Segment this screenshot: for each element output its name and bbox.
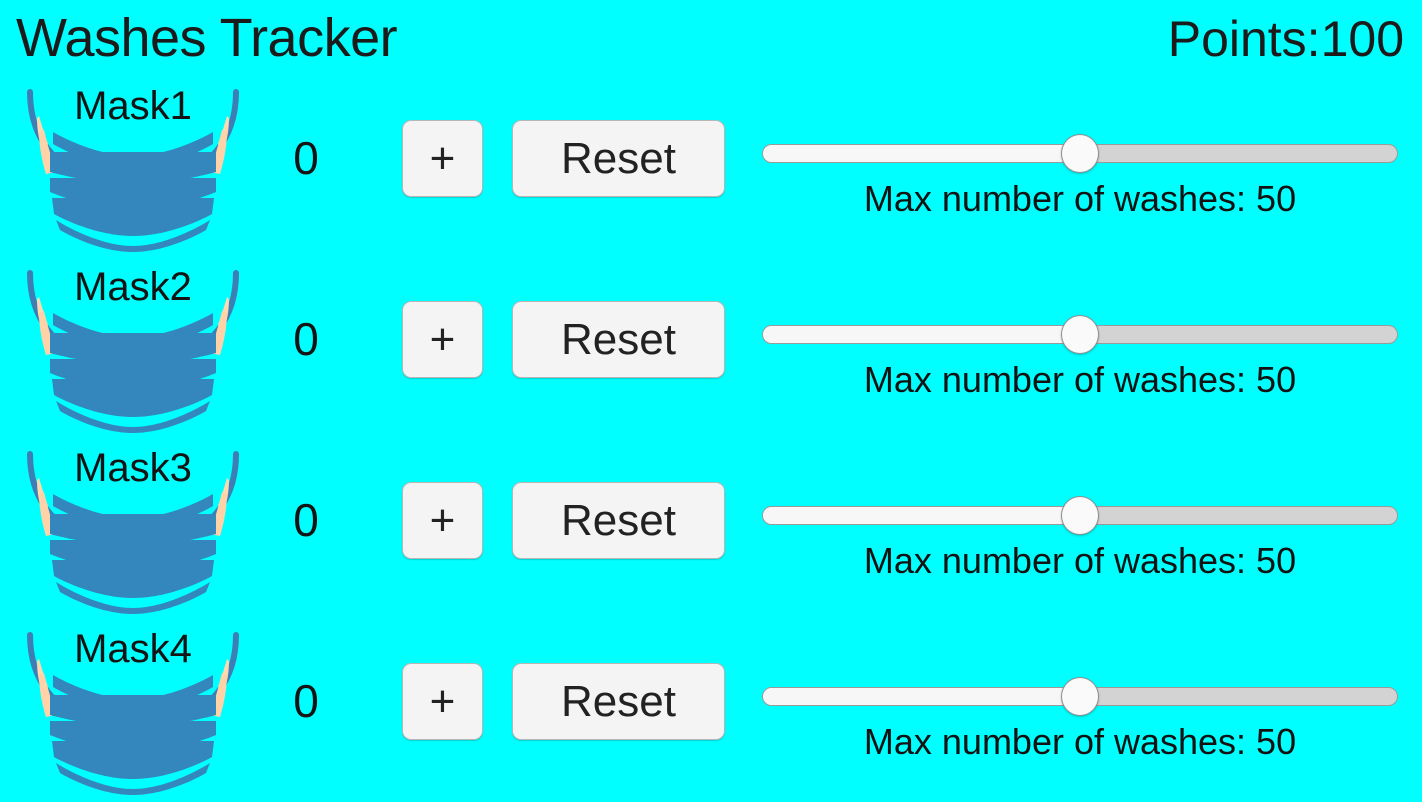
- face-mask-icon: [27, 632, 239, 795]
- slider-fill: [763, 688, 1080, 705]
- wash-count-value: 0: [293, 675, 319, 727]
- face-mask-icon: [27, 89, 239, 252]
- max-washes-slider-thumb[interactable]: [1061, 134, 1099, 173]
- mask-icon-cell: Mask4: [8, 621, 258, 796]
- mask-name-label: Mask1: [74, 84, 192, 128]
- reset-button[interactable]: Reset: [512, 663, 725, 740]
- max-washes-label: Max number of washes: 50: [863, 540, 1297, 581]
- slider-fill: [763, 326, 1080, 343]
- mask-row: Mask4 0 + Reset Max number of washes: 50: [0, 621, 1422, 802]
- reset-button[interactable]: Reset: [512, 120, 725, 197]
- mask-row: Mask3 0 + Reset Max number of washes: 50: [0, 440, 1422, 621]
- mask-name-label: Mask3: [74, 446, 192, 490]
- face-mask-icon: [27, 451, 239, 614]
- max-washes-slider-group: Max number of washes: 50: [760, 259, 1400, 434]
- face-mask-icon: [27, 270, 239, 433]
- increment-button[interactable]: +: [402, 482, 483, 559]
- max-washes-label: Max number of washes: 50: [863, 178, 1297, 219]
- mask-icon-cell: Mask1: [8, 78, 258, 253]
- page-title: Washes Tracker: [16, 8, 398, 68]
- slider-fill: [763, 145, 1080, 162]
- max-washes-slider-thumb[interactable]: [1061, 496, 1099, 535]
- mask-row: Mask2 0 + Reset Max number of washes: 50: [0, 259, 1422, 440]
- wash-count-value: 0: [293, 313, 319, 365]
- mask-row: Mask1 0 + Reset Max number of washes: 50: [0, 78, 1422, 259]
- slider-fill: [763, 507, 1080, 524]
- mask-name-label: Mask4: [74, 627, 192, 671]
- max-washes-label: Max number of washes: 50: [863, 359, 1297, 400]
- wash-count-value: 0: [293, 494, 319, 546]
- app-header: Washes Tracker Points:100: [0, 0, 1422, 78]
- points-display: Points:100: [1167, 11, 1404, 67]
- mask-icon-cell: Mask2: [8, 259, 258, 434]
- max-washes-slider-thumb[interactable]: [1061, 315, 1099, 354]
- max-washes-slider-thumb[interactable]: [1061, 677, 1099, 716]
- increment-button[interactable]: +: [402, 120, 483, 197]
- reset-button[interactable]: Reset: [512, 482, 725, 559]
- mask-name-label: Mask2: [74, 265, 192, 309]
- increment-button[interactable]: +: [402, 663, 483, 740]
- mask-icon-cell: Mask3: [8, 440, 258, 615]
- increment-button[interactable]: +: [402, 301, 483, 378]
- max-washes-slider-group: Max number of washes: 50: [760, 78, 1400, 253]
- max-washes-label: Max number of washes: 50: [863, 721, 1297, 762]
- wash-count-value: 0: [293, 132, 319, 184]
- max-washes-slider-group: Max number of washes: 50: [760, 440, 1400, 615]
- max-washes-slider-group: Max number of washes: 50: [760, 621, 1400, 796]
- reset-button[interactable]: Reset: [512, 301, 725, 378]
